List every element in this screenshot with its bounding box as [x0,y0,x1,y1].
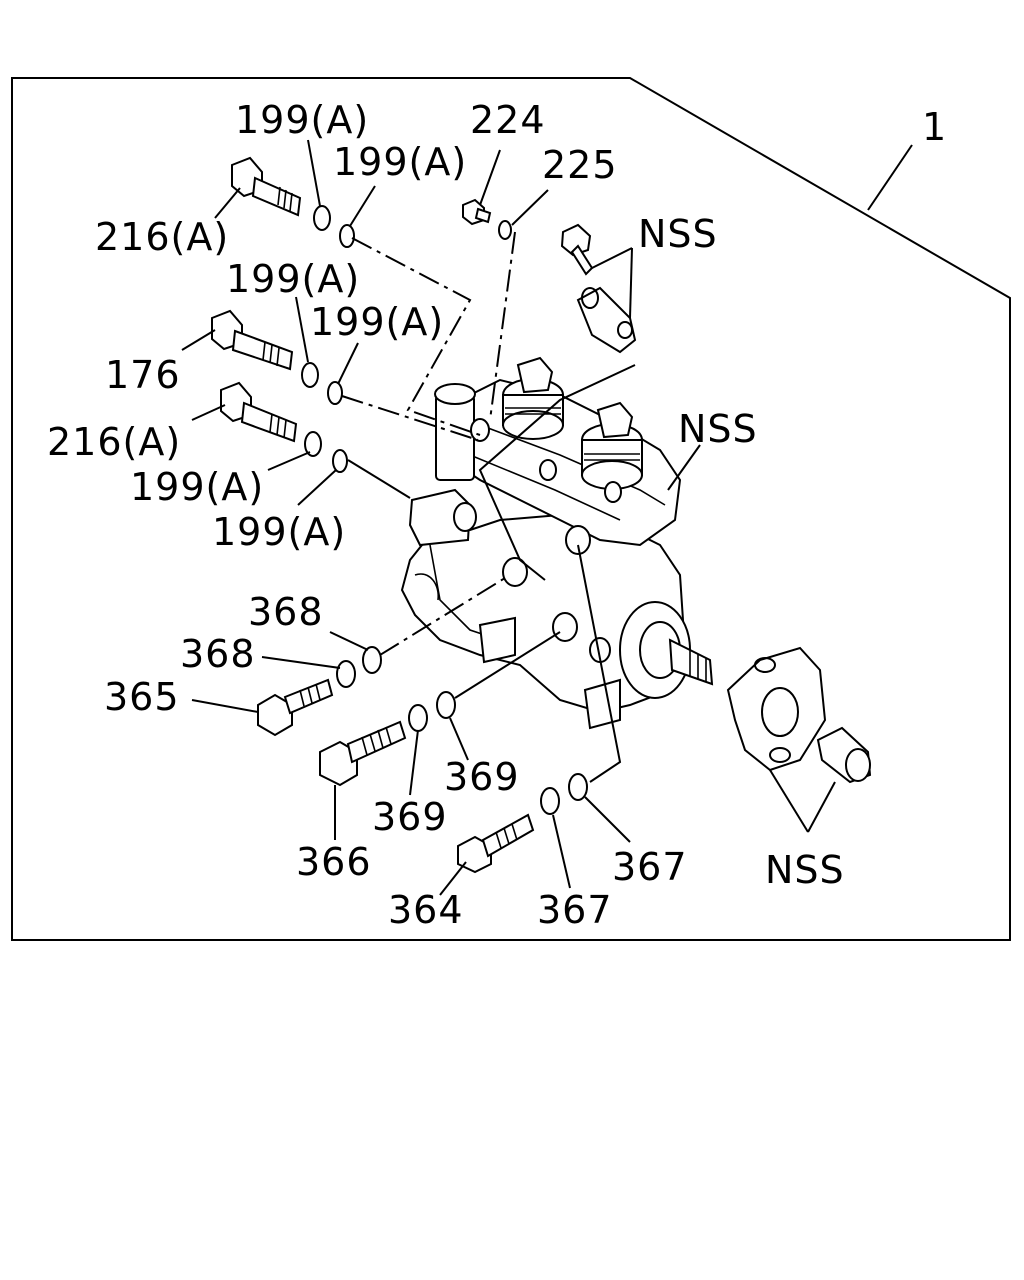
injection-pump-body [400,356,714,730]
assembly-line-6 [577,544,622,783]
banjo-bolt-216a-top [231,156,302,217]
label-368-1: 368 [248,590,324,634]
label-365: 365 [104,675,180,719]
plug-nss [816,726,872,784]
washer-199a-2 [339,224,355,248]
washer-367-1 [568,773,588,801]
washer-199a-4 [327,381,343,405]
washer-199a-3 [301,362,319,388]
washer-367-2 [540,787,560,815]
label-364: 364 [388,888,464,932]
label-nss-3: NSS [765,848,845,892]
bolt-365 [257,678,334,737]
label-369-1: 369 [444,755,520,799]
flange-nss [726,646,827,772]
label-nss-1: NSS [638,212,718,256]
assembly-line-1 [351,237,481,436]
assembly-line-5 [454,631,561,699]
washer-199a-5 [304,431,322,457]
label-366: 366 [296,840,372,884]
label-nss-2: NSS [678,407,758,451]
banjo-bolt-216a-mid [220,381,298,443]
washer-199a-6 [332,449,348,473]
label-369-2: 369 [372,795,448,839]
washer-368-2 [336,660,356,688]
label-224: 224 [470,98,546,142]
washer-199a-1 [313,205,331,231]
bolt-364 [457,813,535,874]
label-199a-6: 199(A) [212,510,346,554]
label-199a-2: 199(A) [333,140,467,184]
label-216a-1: 216(A) [95,215,229,259]
bolt-366 [319,720,407,787]
banjo-bolt-176 [211,309,294,371]
sensor-nss [560,223,637,354]
leader-lines [181,139,913,896]
bolt-224 [462,198,492,226]
label-199a-1: 199(A) [235,98,369,142]
label-225: 225 [542,143,618,187]
label-199a-5: 199(A) [130,465,264,509]
diagram-frame [11,77,1011,941]
label-216a-2: 216(A) [47,420,181,464]
assembly-line-3 [489,231,516,421]
washer-369-1 [436,691,456,719]
assembly-line-7 [347,459,411,499]
label-176: 176 [105,353,181,397]
washer-368-1 [362,646,382,674]
label-199a-4: 199(A) [310,300,444,344]
label-368-2: 368 [180,632,256,676]
washer-369-2 [408,704,428,732]
assembly-line-8 [478,364,636,581]
label-367-1: 367 [612,845,688,889]
label-199a-3: 199(A) [226,257,360,301]
label-367-2: 367 [537,888,613,932]
label-assembly-1: 1 [922,105,947,149]
assembly-line-2 [341,395,479,441]
washer-225 [498,220,512,240]
assembly-line-4 [379,577,506,656]
